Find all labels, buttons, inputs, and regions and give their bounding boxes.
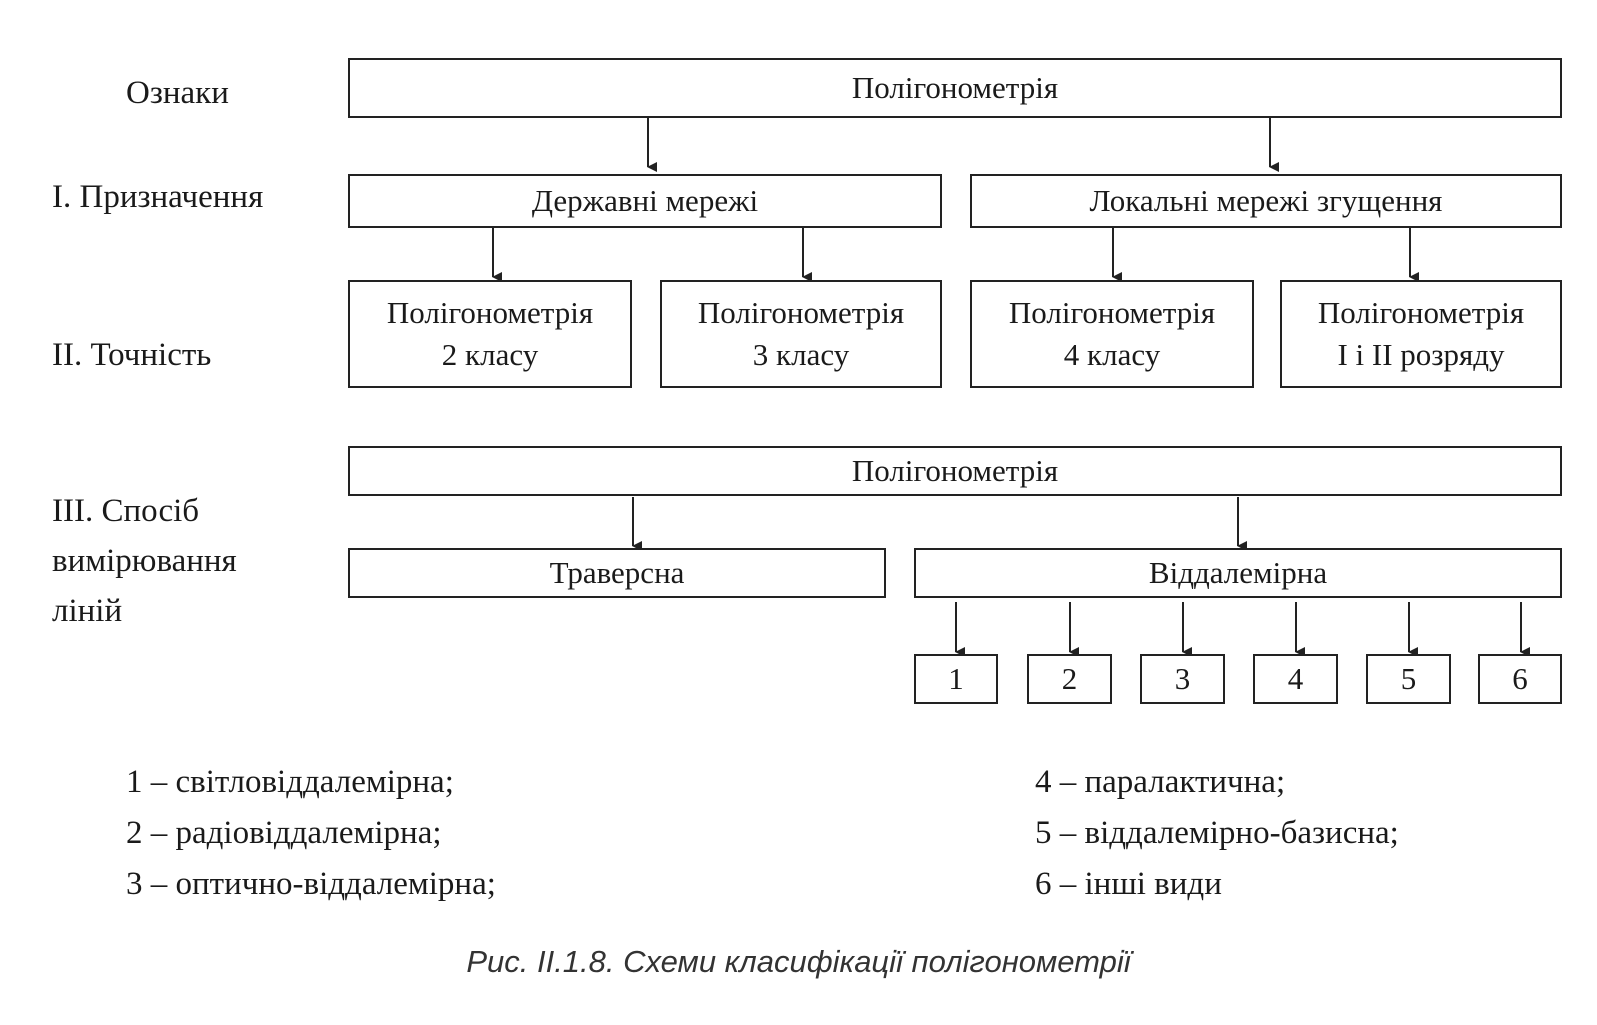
legend-item-4: 4 – паралактична; — [1035, 764, 1286, 800]
box-class-4-line-2: 4 класу — [1063, 337, 1161, 372]
box-polygonometry-method-label: Полігонометрія — [851, 453, 1059, 488]
num-box-2: 2 — [1027, 654, 1112, 704]
legend-item-1: 1 – світловіддалемірна; — [126, 764, 454, 800]
box-rangefinder-label: Віддалемірна — [1148, 555, 1328, 590]
box-rank-1-2-line-1: Полігонометрія — [1317, 295, 1525, 330]
num-box-4: 4 — [1253, 654, 1338, 704]
box-rangefinder: Віддалемірна — [914, 548, 1562, 598]
criteria-method-line-2: вимірювання — [52, 543, 237, 579]
box-class-3-line-1: Полігонометрія — [697, 295, 905, 330]
num-box-6: 6 — [1478, 654, 1562, 704]
box-traverse: Траверсна — [348, 548, 886, 598]
box-polygonometry-method: Полігонометрія — [348, 446, 1562, 496]
legend-item-3: 3 – оптично-віддалемірна; — [126, 866, 496, 902]
num-box-3: 3 — [1140, 654, 1225, 704]
box-class-2-line-2: 2 класу — [441, 337, 539, 372]
legend-item-2: 2 – радіовіддалемірна; — [126, 815, 442, 851]
box-rank-1-2-line-2: І і ІІ розряду — [1337, 337, 1505, 372]
num-box-1: 1 — [914, 654, 998, 704]
box-class-3-line-2: 3 класу — [752, 337, 850, 372]
legend-item-6: 6 – інші види — [1035, 866, 1222, 902]
box-state-networks: Державні мережі — [348, 174, 942, 228]
box-local-networks-label: Локальні мережі згущення — [1089, 183, 1443, 218]
num-box-4-label: 4 — [1287, 661, 1304, 696]
box-class-2: Полігонометрія 2 класу — [348, 280, 632, 388]
criteria-method-line-3: ліній — [52, 593, 123, 629]
box-polygonometry-top-label: Полігонометрія — [851, 70, 1059, 105]
box-class-2-line-1: Полігонометрія — [386, 295, 594, 330]
box-class-4: Полігонометрія 4 класу — [970, 280, 1254, 388]
box-class-3: Полігонометрія 3 класу — [660, 280, 942, 388]
num-box-3-label: 3 — [1174, 661, 1191, 696]
box-polygonometry-top: Полігонометрія — [348, 58, 1562, 118]
box-rank-1-2: Полігонометрія І і ІІ розряду — [1280, 280, 1562, 388]
figure-caption: Рис. ІІ.1.8. Схеми класифікації полігоно… — [466, 944, 1131, 979]
criteria-method-line-1: ІІІ. Спосіб — [52, 493, 200, 529]
num-box-6-label: 6 — [1512, 661, 1528, 696]
num-box-5: 5 — [1366, 654, 1451, 704]
box-traverse-label: Траверсна — [549, 555, 685, 590]
num-box-2-label: 2 — [1061, 661, 1078, 696]
box-class-4-line-1: Полігонометрія — [1008, 295, 1216, 330]
num-box-5-label: 5 — [1400, 661, 1417, 696]
box-local-networks: Локальні мережі згущення — [970, 174, 1562, 228]
legend-item-5: 5 – віддалемірно-базисна; — [1035, 815, 1399, 851]
criteria-accuracy: ІІ. Точність — [52, 337, 212, 373]
criteria-purpose: І. Призначення — [52, 179, 264, 215]
box-state-networks-label: Державні мережі — [531, 183, 759, 218]
criteria-header: Ознаки — [126, 75, 229, 111]
num-box-1-label: 1 — [948, 661, 964, 696]
